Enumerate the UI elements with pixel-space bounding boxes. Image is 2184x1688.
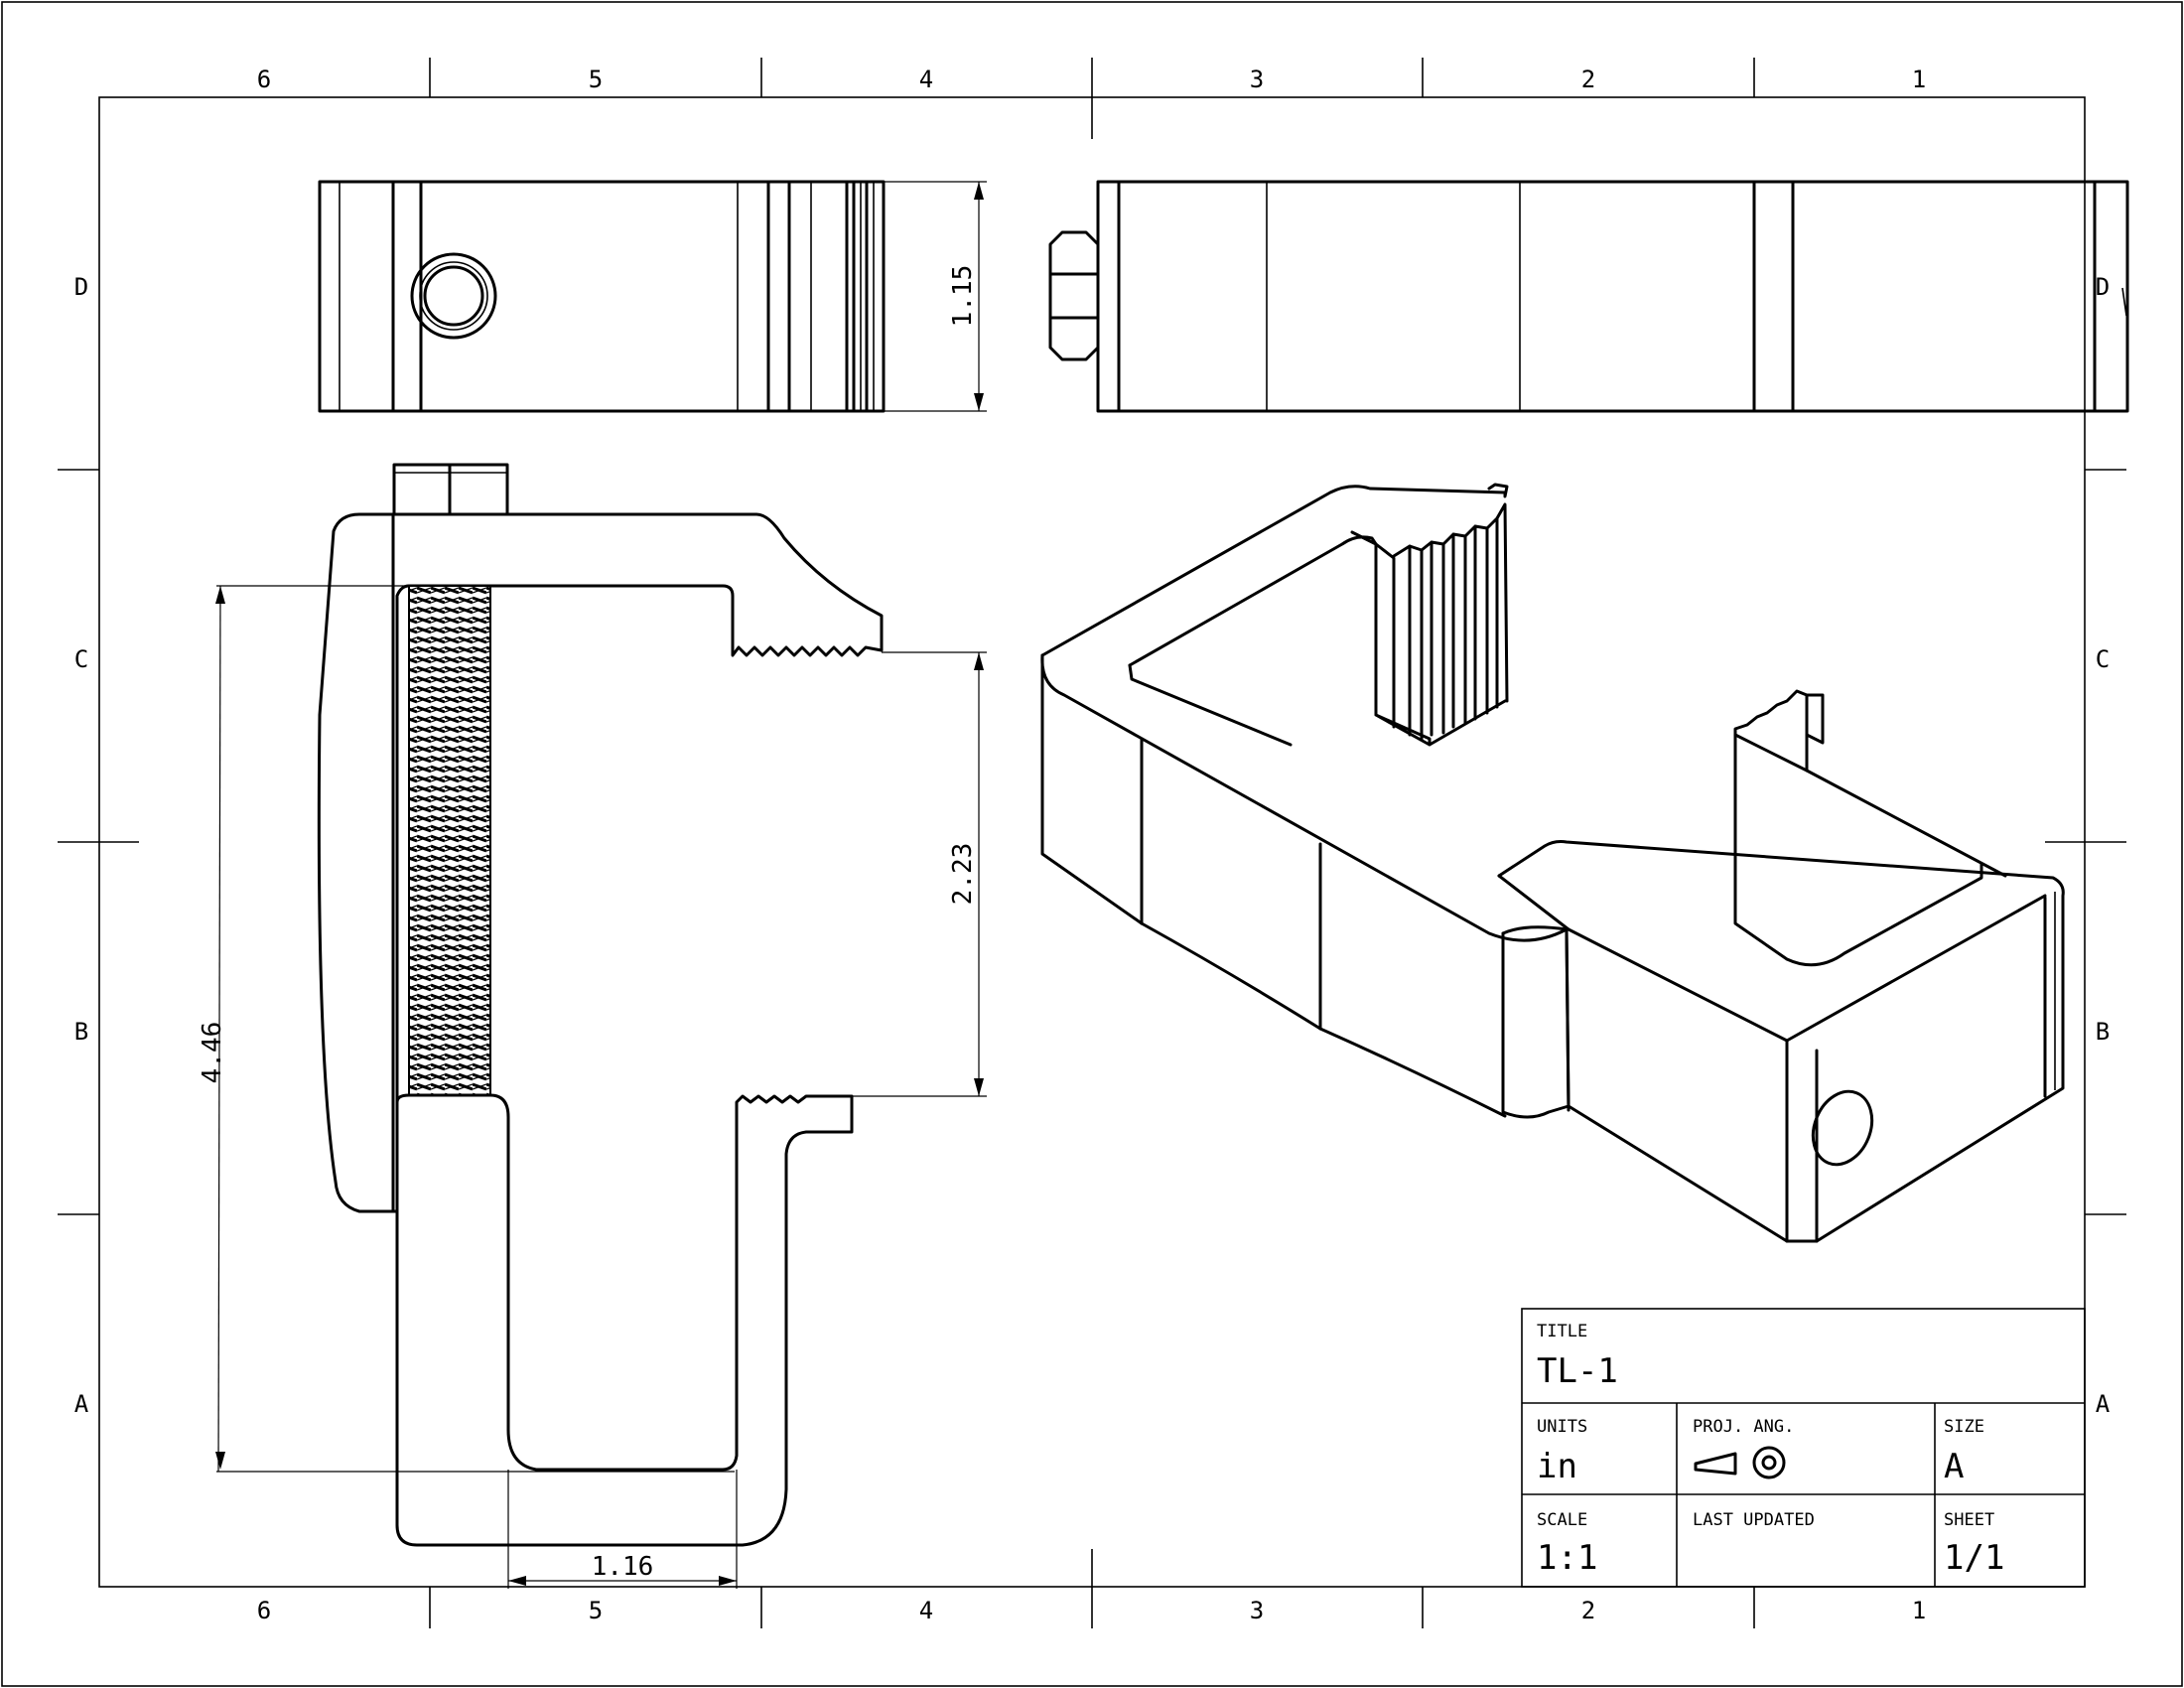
zone-row-label: D [74,273,88,301]
third-angle-projection-icon [1694,1446,1786,1479]
dimension-width-top: 1.15 [948,265,978,328]
title-block: TITLE TL-1 UNITS in PROJ. ANG. SIZE A SC… [1521,1308,2086,1588]
drawing-title: TL-1 [1537,1351,1618,1391]
zone-col-label: 6 [257,66,271,93]
zone-col-label: 1 [1912,1597,1926,1624]
units-value: in [1537,1447,1577,1486]
threaded-rod [408,585,491,1096]
side-view [1048,180,2129,413]
front-view: 4.46 2.23 1.16 1.15 [198,181,987,1589]
dimension-height: 4.46 [198,1022,227,1084]
sheet-value: 1/1 [1944,1538,2004,1578]
size-label: SIZE [1944,1417,1984,1437]
zone-row-label: A [2096,1390,2111,1418]
dimension-gap: 2.23 [948,843,978,906]
projection-label: PROJ. ANG. [1693,1417,1794,1437]
zone-col-label: 5 [589,66,603,93]
units-label: UNITS [1537,1417,1587,1437]
zone-col-label: 4 [919,1597,933,1624]
zone-col-label: 2 [1581,66,1595,93]
zone-labels-bottom: 6 5 4 3 2 1 [257,1597,1926,1624]
scale-label: SCALE [1537,1510,1587,1530]
zone-row-label: C [74,645,88,673]
size-value: A [1944,1447,1964,1486]
zone-col-label: 6 [257,1597,271,1624]
zone-col-label: 1 [1912,66,1926,93]
zone-row-label: B [74,1018,88,1046]
isometric-view [1040,483,2065,1243]
dimension-throat: 1.16 [592,1552,654,1582]
zone-col-label: 5 [589,1597,603,1624]
hex-nut [1048,230,1100,361]
last-updated-label: LAST UPDATED [1693,1510,1815,1530]
scale-value: 1:1 [1537,1538,1597,1578]
zone-col-label: 4 [919,66,933,93]
zone-labels-left: D C B A [74,273,89,1418]
zone-row-label: B [2096,1018,2110,1046]
zone-col-label: 3 [1250,1597,1264,1624]
zone-row-label: D [2096,273,2110,301]
screw-hole [410,252,497,340]
zone-ticks [58,58,2126,1628]
title-label: TITLE [1537,1322,1587,1341]
zone-labels-top: 6 5 4 3 2 1 [257,66,1926,93]
clamp-body [317,512,884,1213]
screw-hole [1811,1089,1874,1167]
zone-col-label: 3 [1250,66,1264,93]
sheet-label: SHEET [1944,1510,1994,1530]
top-view [318,180,886,413]
clamp-jaw [395,1093,854,1547]
zone-col-label: 2 [1581,1597,1595,1624]
zone-row-label: A [74,1390,89,1418]
zone-labels-right: D C B A [2096,273,2111,1418]
zone-row-label: C [2096,645,2110,673]
